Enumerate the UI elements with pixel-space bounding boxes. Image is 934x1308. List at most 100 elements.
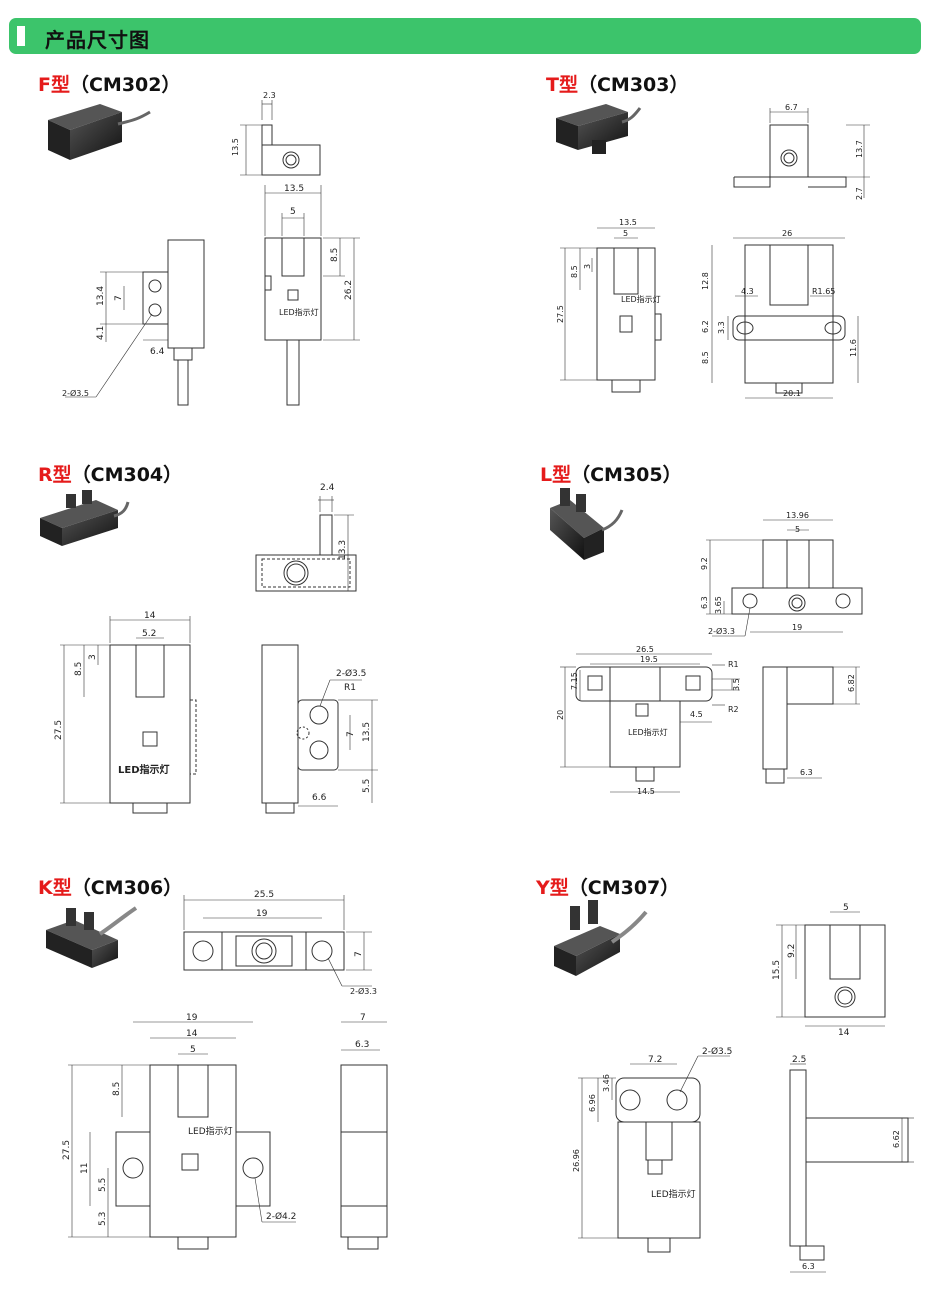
dim-t-n: 6.2 <box>701 320 710 333</box>
dim-y-a: 5 <box>843 903 849 913</box>
dim-l-b: 5 <box>795 525 800 534</box>
dim-f-c: 13.5 <box>284 184 304 194</box>
dim-t-c: 2.7 <box>855 187 864 200</box>
dim-t-m: 3.3 <box>717 321 726 334</box>
dim-t-q: 20.1 <box>783 389 801 398</box>
dim-y-e: 7.2 <box>648 1055 662 1065</box>
dim-y-d: 14 <box>838 1028 850 1038</box>
dim-k-a: 25.5 <box>254 890 274 900</box>
led-label-l: LED指示灯 <box>628 727 668 737</box>
model-label-y: Y型（CM307） <box>536 877 680 899</box>
dim-l-m: 20 <box>556 710 565 720</box>
dim-f-k: 2-Ø3.5 <box>62 388 89 398</box>
dim-l-a: 13.96 <box>786 511 809 520</box>
dim-t-a: 6.7 <box>785 103 798 112</box>
dim-t-d: 13.5 <box>619 218 637 227</box>
dim-t-e: 5 <box>623 229 628 238</box>
dim-k-n: 7 <box>360 1013 366 1023</box>
led-label-y: LED指示灯 <box>651 1188 696 1200</box>
dim-k-h: 8.5 <box>112 1082 122 1096</box>
dim-t-p: 11.6 <box>849 339 858 357</box>
dim-k-i: 27.5 <box>62 1140 72 1160</box>
dim-f-d: 5 <box>290 207 296 217</box>
dim-k-m: 2-Ø4.2 <box>266 1211 296 1222</box>
dim-t-g: 8.5 <box>570 265 579 278</box>
dim-l-c: 9.2 <box>700 557 709 570</box>
model-label-r: R型（CM304） <box>38 464 183 486</box>
dim-k-j: 11 <box>80 1163 90 1174</box>
dim-t-h: 27.5 <box>556 305 565 323</box>
dim-y-b: 9.2 <box>787 944 797 958</box>
dim-l-l: 3.5 <box>732 678 741 691</box>
dim-l-q: 6.82 <box>847 674 856 692</box>
dim-r-a: 2.4 <box>320 483 335 493</box>
dim-r-b: 13.3 <box>338 540 348 560</box>
dim-r-f: 8.5 <box>74 662 84 676</box>
product-photo-k <box>46 906 138 968</box>
dim-y-g: 3.46 <box>602 1074 611 1092</box>
dim-l-k: 7.15 <box>570 672 579 690</box>
dim-y-j: 2.5 <box>792 1055 806 1065</box>
dim-t-i: 26 <box>782 229 792 238</box>
dim-r-m: 6.6 <box>312 793 327 803</box>
dim-r-j: 7 <box>346 731 356 737</box>
header-marker <box>17 26 25 46</box>
dim-t-j: 12.8 <box>701 272 710 290</box>
dim-f-f: 26.2 <box>344 280 354 300</box>
drawing-k <box>46 895 388 1250</box>
model-label-k: K型（CM306） <box>38 877 183 899</box>
dim-r-l: 5.5 <box>362 779 372 793</box>
dim-f-b: 13.5 <box>231 138 240 156</box>
dim-t-k: 4.3 <box>741 287 754 296</box>
dim-y-f: 2-Ø3.5 <box>702 1046 732 1057</box>
dim-k-d: 2-Ø3.3 <box>350 986 377 996</box>
dim-k-o: 6.3 <box>355 1040 369 1050</box>
dim-y-h: 6.96 <box>588 1094 597 1112</box>
dim-k-e: 19 <box>186 1013 198 1023</box>
section-header: 产品尺寸图 <box>9 18 921 54</box>
dim-f-e: 8.5 <box>330 248 340 262</box>
dim-r-g: 27.5 <box>54 720 64 740</box>
dim-l-e: 3.65 <box>714 596 723 614</box>
product-photo-l <box>550 488 624 560</box>
model-label-l: L型（CM305） <box>540 464 682 486</box>
dim-f-i: 4.1 <box>96 326 106 340</box>
dim-y-k: 6.62 <box>892 1130 901 1148</box>
dim-l-i: 19.5 <box>640 655 658 664</box>
dim-l-d: 6.3 <box>700 596 709 609</box>
dim-k-g: 5 <box>190 1045 196 1055</box>
dim-t-l: R1.65 <box>812 287 835 296</box>
dim-k-b: 19 <box>256 909 268 919</box>
product-photo-y <box>554 900 648 976</box>
dim-f-g: 13.4 <box>96 286 106 306</box>
dim-t-b: 13.7 <box>855 140 864 158</box>
dim-l-r: 6.3 <box>800 768 813 777</box>
dim-r-h: 2-Ø3.5 <box>336 668 366 679</box>
dim-r-d: 5.2 <box>142 629 156 639</box>
dim-k-f: 14 <box>186 1029 198 1039</box>
product-photo-t <box>556 104 642 154</box>
led-label-k: LED指示灯 <box>188 1125 233 1137</box>
dim-y-i: 26.96 <box>572 1149 581 1172</box>
dim-t-o: 8.5 <box>701 351 710 364</box>
dim-k-l: 5.3 <box>98 1212 108 1226</box>
product-photo-f <box>48 104 151 160</box>
dim-r-e: 3 <box>88 654 98 660</box>
dim-l-g: 19 <box>792 623 802 632</box>
led-label-f: LED指示灯 <box>279 307 319 317</box>
dim-l-f: 2-Ø3.3 <box>708 626 735 636</box>
dim-r-c: 14 <box>144 611 156 621</box>
model-label-t: T型（CM303） <box>546 74 689 96</box>
dim-l-j: R1 <box>728 660 739 669</box>
dim-l-n: 4.5 <box>690 710 703 719</box>
dim-l-o: R2 <box>728 705 739 714</box>
drawing-y <box>554 900 914 1273</box>
dim-y-c: 15.5 <box>772 960 782 980</box>
dim-r-i: R1 <box>344 683 356 693</box>
led-label-t: LED指示灯 <box>621 294 661 304</box>
dim-l-h: 26.5 <box>636 645 654 654</box>
dim-y-l: 6.3 <box>802 1262 815 1271</box>
drawing-l <box>550 488 863 793</box>
product-photo-r <box>40 490 130 546</box>
dim-k-c: 7 <box>354 951 364 957</box>
